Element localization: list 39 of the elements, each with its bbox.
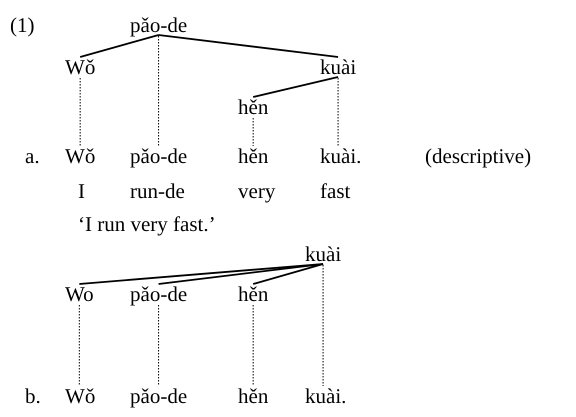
dotted-line (158, 36, 160, 146)
gloss-word: fast (320, 180, 350, 202)
word: Wǒ (65, 56, 96, 78)
dotted-line (80, 78, 81, 146)
dependency-line (158, 263, 324, 285)
word: pǎo-de (130, 283, 188, 305)
dependency-line (80, 34, 159, 58)
example-number: (1) (10, 14, 34, 36)
dependency-line (158, 34, 338, 58)
item-letter: a. (25, 145, 40, 167)
dependency-line (252, 76, 338, 98)
word: pǎo-de (130, 385, 188, 407)
word: Wo (65, 283, 94, 305)
dotted-line (158, 304, 160, 386)
gloss-word: run-de (130, 180, 185, 202)
word: hěn (238, 385, 268, 407)
gloss-word: very (238, 180, 276, 202)
word: kuài (320, 56, 356, 78)
word: hěn (238, 96, 268, 118)
item-letter: b. (25, 385, 41, 407)
note-text: (descriptive) (425, 145, 532, 167)
word: pǎo-de (130, 14, 188, 36)
dotted-line (322, 264, 324, 386)
word: kuài. (320, 145, 362, 167)
gloss-word: I (78, 180, 85, 202)
dotted-line (338, 78, 339, 146)
word: Wǒ (65, 385, 96, 407)
dotted-line (252, 304, 254, 386)
dotted-line (78, 304, 80, 386)
dependency-line (79, 263, 324, 285)
word: Wǒ (65, 145, 96, 167)
dependency-line (252, 263, 324, 285)
dotted-line (252, 118, 254, 146)
word: pǎo-de (130, 145, 188, 167)
word: hěn (238, 145, 268, 167)
word: hěn (238, 283, 268, 305)
word: kuài (305, 243, 342, 265)
word: kuài. (305, 385, 346, 407)
translation-text: ‘I run very fast.’ (78, 213, 216, 235)
